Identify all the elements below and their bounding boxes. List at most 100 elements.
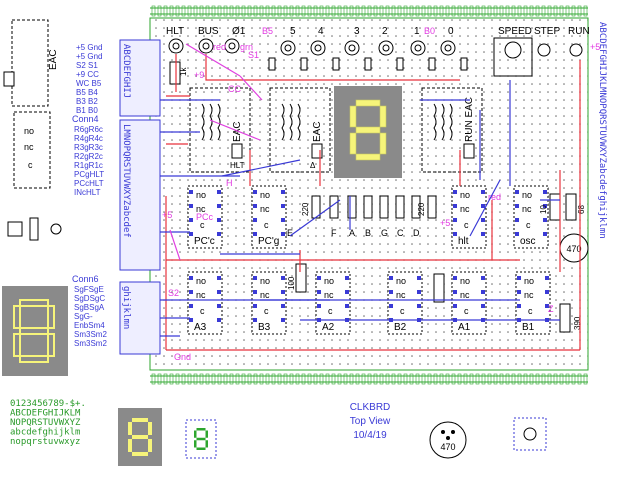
- bottom-relay-0-outline: [187, 271, 223, 335]
- top-relay-2-coil-0: [433, 103, 437, 141]
- bottom-relay-0-pin-r0: [217, 276, 221, 280]
- resistor-10: [549, 193, 561, 221]
- bottom-relay-4-pin-r0: [481, 276, 485, 280]
- segment-resistor-label-4: G: [381, 228, 388, 238]
- middle-relay-1-pin-r1: [281, 204, 285, 208]
- bottom-relay-1-pin-l3: [253, 318, 257, 322]
- top-relay-1-coil-0: [281, 103, 285, 141]
- segment-g: [196, 437, 206, 441]
- conn4-pin-6: PCcHLT: [74, 179, 104, 188]
- resistor-1k: [169, 61, 181, 85]
- top-label-n4: 4: [318, 26, 324, 37]
- bottom-relay-2-pin-l1: [317, 290, 321, 294]
- s2-label: S2: [168, 288, 179, 298]
- top-relay-1-label: EAC: [312, 121, 323, 142]
- segment-d: [132, 452, 148, 456]
- middle-relay-2-pin-l3: [453, 232, 457, 236]
- left-relay-outline: [11, 19, 49, 107]
- middle-relay-1-c: c: [264, 220, 269, 230]
- big-segment-g: [19, 327, 49, 335]
- conn6-pin-3: SgG-: [74, 312, 93, 321]
- middle-relay-0-nc: nc: [196, 204, 206, 214]
- segment-b: [205, 430, 208, 438]
- conn6-pin-5: Sm3Sm2: [74, 330, 107, 339]
- top-relay-2-coil-2: [449, 103, 453, 141]
- run-switch: [569, 43, 583, 57]
- left-top-pin-1: +5 Gnd: [76, 52, 102, 61]
- blue-wire-16: [289, 199, 341, 237]
- bottom-button-outline: [513, 417, 547, 451]
- segment-d: [196, 447, 206, 450]
- plus9-label: +9: [194, 70, 204, 80]
- plus5-left-label: +5: [162, 210, 172, 220]
- middle-relay-3-pin-r1: [543, 204, 547, 208]
- conn4-pin-4: R1gR1c: [74, 161, 103, 170]
- bottom-relay-4-pin-r1: [481, 290, 485, 294]
- middle-relay-3-pin-l2: [515, 218, 519, 222]
- bottom-relay-5-pin-l2: [517, 304, 521, 308]
- resistor-68-label: 68: [577, 205, 586, 214]
- bottom-relay-4-label: A1: [458, 322, 471, 333]
- bottom-relay-1-pin-r1: [281, 290, 285, 294]
- top-relay-2-coil-1: [441, 103, 445, 141]
- red-top-label: red: [213, 42, 226, 52]
- bottom-relay-5-nc: nc: [524, 290, 534, 300]
- top-label-b5: B5: [262, 26, 273, 36]
- segment-e: [128, 439, 132, 452]
- conn6-label: Conn6: [72, 274, 99, 284]
- middle-relay-2-label: hlt: [458, 236, 469, 247]
- bottom-relay-5-c: c: [528, 306, 533, 316]
- bottom-relay-5-pin-r0: [545, 276, 549, 280]
- conn4-pin-5: PCgHLT: [74, 170, 104, 179]
- middle-relay-3-c: c: [526, 220, 531, 230]
- bottom-relay-0-pin-l2: [189, 304, 193, 308]
- bottom-relay-1-pin-l1: [253, 290, 257, 294]
- top-relay-2-label: RUN EAC: [464, 97, 475, 142]
- left-top-letters: ABCDEFGHIJ: [121, 44, 131, 98]
- segment-resistor-label-2: A: [349, 228, 355, 238]
- pink-wire-1: [239, 75, 263, 101]
- conn6-pin-0: SgFSgE: [74, 285, 104, 294]
- big-segment-e: [13, 333, 21, 357]
- plus5-right-label: +5: [590, 42, 600, 52]
- segment-resistor-7: [427, 195, 437, 219]
- left-relay2-nc: nc: [24, 142, 34, 152]
- middle-relay-1-pin-l1: [253, 204, 257, 208]
- legend-line-4: nopqrstuvwxyz: [10, 437, 80, 447]
- resistor-100b: [433, 273, 445, 303]
- middle-relay-2-no: no: [460, 190, 470, 200]
- top-relay-0-label: EAC: [232, 121, 243, 142]
- bottom-relay-2-pin-r1: [345, 290, 349, 294]
- step-switch: [537, 43, 551, 57]
- top-label-speed: SPEED: [498, 26, 532, 37]
- left-diode-component: [7, 221, 23, 237]
- connector-conn4: [119, 119, 161, 271]
- top-resistor-5: [428, 57, 436, 71]
- conn6-pin-6: Sm3Sm2: [74, 339, 107, 348]
- bottom-relay-3-pin-l1: [389, 290, 393, 294]
- bottom-relay-0-label: A3: [194, 322, 207, 333]
- bottom-relay-1-c: c: [264, 306, 269, 316]
- middle-relay-0-pin-l1: [189, 204, 193, 208]
- top-relay-2-outline: [421, 87, 483, 173]
- big-segment-b: [47, 305, 55, 329]
- conn6-pin-1: SgDSgC: [74, 294, 105, 303]
- top-resistor-0: [268, 57, 276, 71]
- conn4-pin-7: INcHLT: [74, 188, 101, 197]
- bottom-relay-3-outline: [387, 271, 423, 335]
- bottom-470-label: 470: [440, 442, 455, 452]
- bottom-relay-2-c: c: [328, 306, 333, 316]
- segment-e: [194, 440, 197, 448]
- left-top-pin-6: B3 B2: [76, 97, 98, 106]
- bottom-relay-3-pin-l0: [389, 276, 393, 280]
- segment-g: [132, 435, 148, 439]
- left-relay-diode: [3, 71, 15, 87]
- middle-relay-2-pin-r2: [481, 218, 485, 222]
- bottom-relay-4-pin-l0: [453, 276, 457, 280]
- top-label-b0: B0: [424, 26, 435, 36]
- resistor-1k-label: 1k: [179, 67, 188, 76]
- left-relay2-no: no: [24, 126, 34, 136]
- segment-resistor-6: [411, 195, 421, 219]
